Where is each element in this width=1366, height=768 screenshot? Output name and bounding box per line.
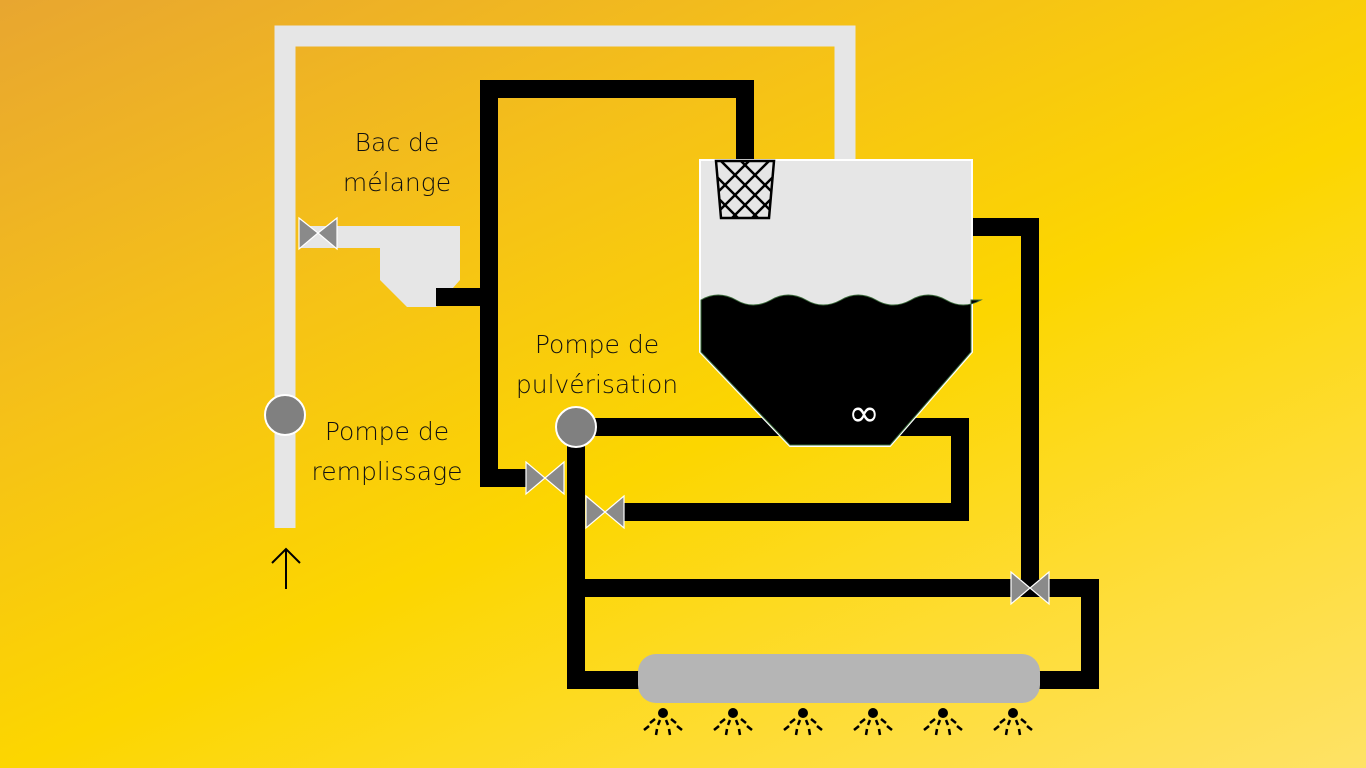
valve-icon[interactable]	[585, 494, 625, 530]
label-line: Pompe de	[324, 417, 450, 446]
up-arrow-icon	[271, 547, 301, 589]
agitator-icon: ∞	[848, 391, 880, 435]
spray-pump-label: Pompe de pulvérisation	[516, 325, 678, 405]
label-line: Pompe de	[534, 330, 660, 359]
nozzle-icon	[643, 708, 683, 736]
mixture-pipes	[436, 80, 1099, 689]
nozzle-icon	[713, 708, 753, 736]
label-line: pulvérisation	[515, 370, 679, 399]
valve-icon[interactable]	[525, 460, 565, 496]
main-tank: ∞	[699, 159, 983, 447]
label-line: Bac de	[354, 128, 440, 157]
mixing-tank-label: Bac de mélange	[343, 123, 451, 203]
label-line: remplissage	[311, 457, 463, 486]
fill-pipe	[274, 25, 856, 528]
fill-pump-icon[interactable]	[264, 394, 306, 436]
nozzle-icon	[993, 708, 1033, 736]
spray-pump-icon[interactable]	[555, 406, 597, 448]
valve-icon[interactable]	[1010, 570, 1050, 606]
nozzle-icon	[783, 708, 823, 736]
spray-boom	[638, 654, 1040, 703]
valve-icon[interactable]	[298, 216, 338, 251]
fill-pump-label: Pompe de remplissage	[312, 412, 463, 492]
nozzle-icon	[923, 708, 963, 736]
nozzle-icon	[853, 708, 893, 736]
label-line: mélange	[342, 168, 452, 197]
mixing-tank	[380, 226, 460, 307]
filter-basket-icon	[714, 159, 776, 220]
